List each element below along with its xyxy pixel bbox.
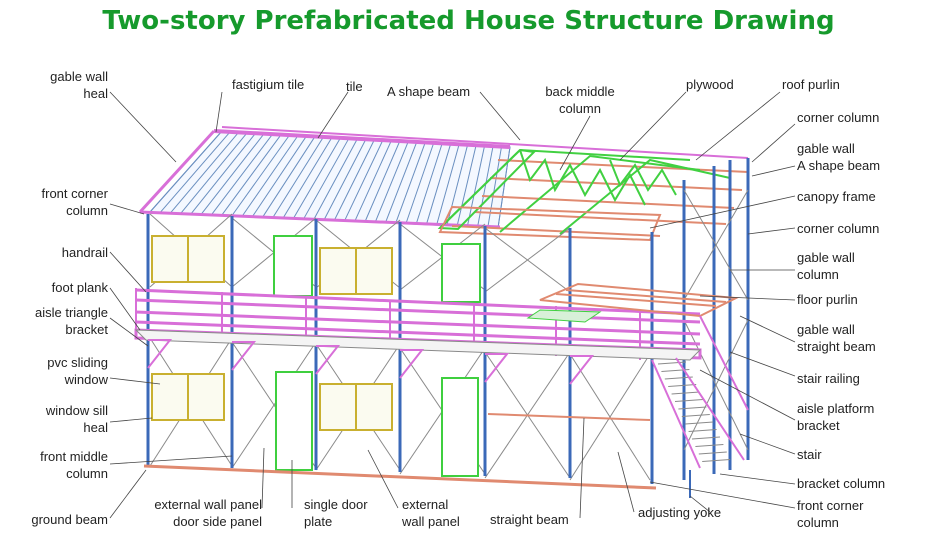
label-external-wall-panel: external wall panel	[402, 497, 460, 529]
label-a-shape-beam: A shape beam	[387, 84, 471, 99]
roof-rib	[344, 139, 384, 222]
label-back-middle-column: back middle column	[545, 84, 615, 116]
ground-beam	[143, 464, 657, 490]
roof-rib	[374, 141, 409, 223]
label-ground-beam: ground beam	[31, 512, 108, 527]
roof-purlins	[451, 159, 749, 237]
label-window-sill-heal: window sill heal	[45, 403, 108, 435]
label-adjusting-yoke: adjusting yoke	[638, 505, 722, 520]
stair-step	[698, 451, 727, 455]
label-stair: stair	[797, 447, 822, 462]
roof-rib	[456, 145, 477, 227]
label-bracket-column: bracket column	[797, 476, 886, 491]
label-foot-plank: foot plank	[51, 280, 108, 295]
label-aisle-platform-bracket: aisle platform bracket	[797, 401, 875, 433]
stair-step	[688, 429, 717, 432]
roof-rib	[466, 145, 486, 227]
label-external-wall-panel-door-side-panel: external wall panel door side panel	[154, 497, 262, 529]
roof-rib	[149, 130, 223, 213]
stair-step	[702, 459, 731, 462]
label-plywood: plywood	[686, 77, 734, 92]
label-straight-beam: straight beam	[490, 512, 569, 527]
roof-rib	[241, 134, 299, 217]
label-front-corner-column-left: front corner column	[41, 186, 108, 218]
roof-rib	[415, 143, 443, 225]
roof-rib	[313, 138, 358, 220]
roof-rib	[262, 135, 316, 218]
leader-lines	[109, 91, 796, 519]
roof-rib	[395, 142, 426, 224]
roof-rib	[303, 137, 350, 220]
diagram-title: Two-story Prefabricated House Structure …	[102, 6, 835, 36]
stair-step	[695, 444, 724, 447]
roof-rib	[384, 141, 418, 224]
label-tile: tile	[346, 79, 363, 94]
roof-rib	[425, 143, 452, 225]
pvc-sliding-windows	[151, 235, 393, 431]
stair-step	[674, 399, 704, 402]
roof-rib	[436, 144, 460, 226]
label-corner-column-top: corner column	[797, 110, 880, 125]
label-canopy-frame: canopy frame	[797, 189, 876, 204]
roof-rib	[292, 137, 342, 219]
stair-step	[657, 361, 687, 365]
label-gable-wall-a-shape-beam: gable wall A shape beam	[797, 141, 881, 173]
label-single-door-plate: single door plate	[304, 497, 368, 529]
roof-rib	[159, 131, 231, 213]
roof-rib	[282, 136, 333, 219]
label-corner-column-mid: corner column	[797, 221, 880, 236]
roof-rib	[354, 140, 392, 222]
label-roof-purlin: roof purlin	[782, 77, 840, 92]
floor-purlins	[539, 282, 740, 318]
roof-rib	[333, 139, 375, 221]
label-gable-wall-column: gable wall column	[797, 250, 855, 282]
aisle-triangle-brackets	[147, 339, 595, 385]
roof-ridge-line	[221, 126, 749, 159]
roof-rib	[323, 138, 367, 221]
label-handrail: handrail	[61, 245, 108, 260]
roof-rib	[170, 131, 240, 214]
roof-rib	[190, 132, 257, 215]
stair-step	[681, 414, 710, 417]
roof-rib	[364, 140, 401, 223]
a-shape-beam-trusses	[437, 148, 731, 235]
label-fastigium-tile: fastigium tile	[232, 77, 305, 92]
stair-step	[671, 391, 700, 395]
label-front-middle-column: front middle column	[40, 449, 108, 481]
stair	[657, 361, 731, 462]
label-front-corner-column-right: front corner column	[797, 498, 864, 530]
gable-wall-heal-edge	[138, 129, 216, 214]
label-gable-wall-heal: gable wall heal	[50, 69, 108, 101]
stair-step	[685, 421, 714, 425]
straight-beam	[487, 413, 651, 421]
roof-rib	[405, 142, 435, 224]
canopy-frame	[438, 205, 662, 242]
roof-rib	[180, 132, 248, 214]
stair-railing	[651, 315, 749, 469]
stair-step	[691, 436, 721, 440]
roof-rib	[251, 135, 308, 217]
roof-rib	[211, 133, 274, 216]
label-gable-wall-straight-beam: gable wall straight beam	[797, 322, 876, 354]
fastigium-tile	[213, 129, 511, 149]
plywood-panel	[526, 309, 602, 323]
stair-step	[678, 406, 707, 410]
roof-rib	[200, 133, 265, 215]
roof-rib	[272, 136, 325, 218]
label-aisle-triangle-bracket: aisle triangle bracket	[35, 305, 108, 337]
stair-step	[668, 384, 697, 387]
foot-plank	[134, 329, 702, 361]
gable-wall-braces	[683, 189, 749, 451]
roof-rib	[221, 133, 282, 216]
roof-rib	[231, 134, 291, 217]
label-stair-railing: stair railing	[797, 371, 860, 386]
label-floor-purlin: floor purlin	[797, 292, 858, 307]
label-pvc-sliding-window: pvc sliding window	[47, 355, 108, 387]
roof-eave	[139, 210, 501, 229]
roof-rib	[477, 145, 494, 228]
